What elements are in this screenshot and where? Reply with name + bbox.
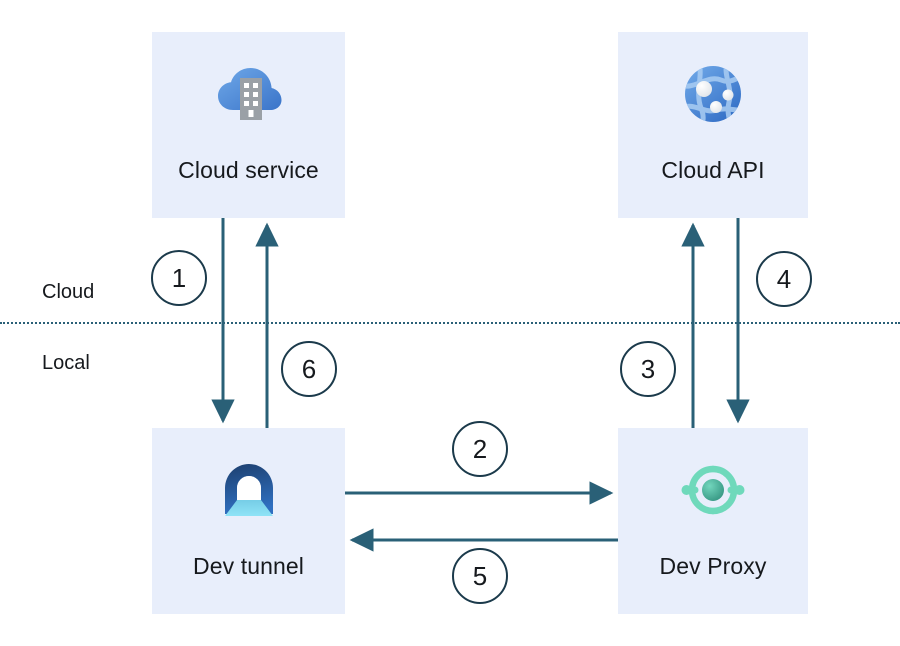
node-cloud-service[interactable]: Cloud service (152, 32, 345, 218)
dev-proxy-target-icon (681, 465, 745, 515)
node-cloud-api[interactable]: Cloud API (618, 32, 808, 218)
step-badge-1[interactable]: 1 (151, 250, 207, 306)
step-badge-6[interactable]: 6 (281, 341, 337, 397)
zone-label-local: Local (42, 352, 90, 374)
step-badge-2[interactable]: 2 (452, 421, 508, 477)
node-label-cloud-api: Cloud API (661, 157, 765, 183)
step-badge-4[interactable]: 4 (756, 251, 812, 307)
tunnel-icon (224, 464, 273, 516)
globe-network-icon (685, 66, 741, 122)
step-badge-5[interactable]: 5 (452, 548, 508, 604)
zone-label-cloud: Cloud (42, 281, 95, 303)
node-label-dev-tunnel: Dev tunnel (193, 553, 304, 579)
step-badge-3[interactable]: 3 (620, 341, 676, 397)
node-dev-tunnel[interactable]: Dev tunnel (152, 428, 345, 614)
cloud-local-divider (0, 322, 900, 324)
node-label-dev-proxy: Dev Proxy (659, 553, 767, 579)
cloud-building-icon (217, 68, 281, 120)
node-dev-proxy[interactable]: Dev Proxy (618, 428, 808, 614)
node-label-cloud-service: Cloud service (178, 157, 319, 183)
